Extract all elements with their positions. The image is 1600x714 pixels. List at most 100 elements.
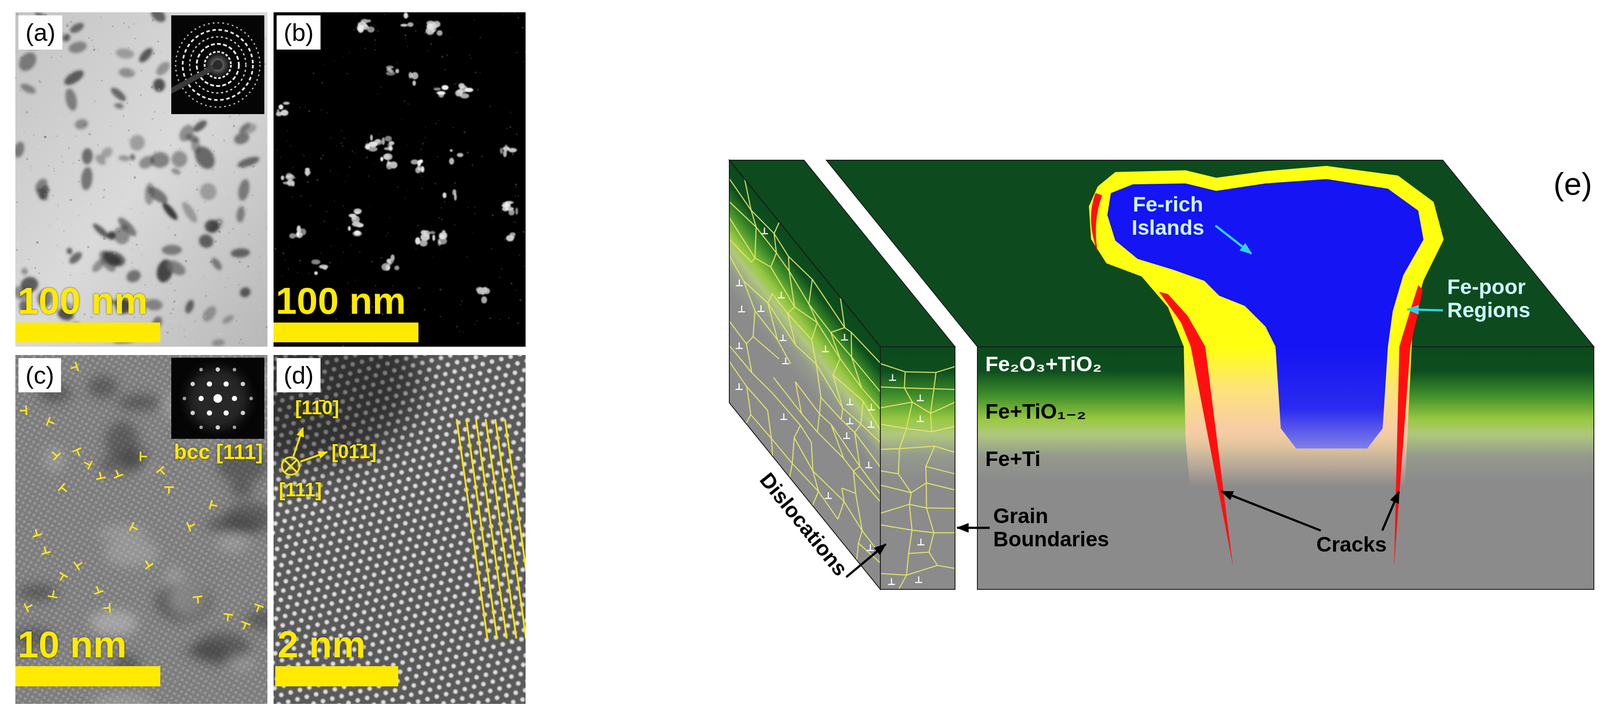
noise-speck [266, 326, 268, 329]
noise-speck [101, 68, 104, 71]
noise-speck [127, 46, 130, 49]
noise-speck [93, 48, 96, 51]
dislocation-symbol [140, 451, 148, 462]
bright-grain [360, 18, 369, 24]
noise-speck [417, 133, 419, 135]
noise-speck [77, 180, 80, 183]
noise-speck [334, 60, 336, 62]
noise-speck [344, 181, 346, 183]
noise-speck [291, 166, 294, 169]
noise-speck [474, 212, 477, 216]
grain-boundary [904, 388, 913, 403]
noise-speck [475, 320, 478, 322]
noise-speck [118, 230, 120, 233]
grain-boundary [880, 402, 913, 408]
noise-speck [103, 237, 106, 241]
noise-speck [53, 167, 55, 170]
grain-boundary [844, 327, 852, 333]
fft-spot [215, 425, 220, 430]
grain-boundary [911, 530, 934, 534]
dark-field-image [273, 12, 526, 347]
noise-speck [342, 251, 345, 254]
noise-speck [407, 45, 409, 47]
grain-boundary [821, 397, 842, 420]
noise-speck [308, 272, 310, 275]
noise-speck [59, 60, 62, 63]
grain-boundary [772, 393, 800, 426]
fft-spot [232, 425, 237, 430]
noise-speck [432, 256, 434, 258]
grain-contrast [118, 154, 131, 163]
bright-grain [389, 161, 398, 169]
noise-speck [223, 139, 225, 142]
leader-arrow [1382, 491, 1399, 531]
dislocation-symbol [47, 589, 59, 599]
noise-speck [371, 260, 374, 263]
noise-speck [80, 219, 83, 222]
fft-spot [231, 396, 238, 402]
noise-speck [43, 193, 46, 196]
grain-boundary [788, 256, 790, 271]
noise-speck [455, 325, 458, 328]
noise-speck [183, 335, 186, 338]
noise-speck [263, 260, 266, 264]
grain-contrast [153, 78, 166, 92]
grain-boundary [811, 442, 813, 472]
dislocation-symbol [92, 584, 104, 595]
grain-boundary [908, 552, 929, 554]
vignette [273, 355, 422, 470]
grain-boundary [789, 463, 793, 478]
noise-speck [231, 227, 235, 231]
noise-speck [110, 125, 112, 127]
hrtem-image [15, 355, 268, 705]
noise-speck [328, 266, 331, 268]
noise-speck [33, 173, 37, 177]
noise-speck [371, 343, 373, 345]
noise-speck [56, 218, 58, 220]
bright-grain [450, 149, 453, 152]
dislocation-symbol [824, 492, 832, 499]
fft-spot [232, 367, 237, 372]
noise-speck [499, 319, 501, 321]
noise-speck [515, 133, 518, 136]
noise-speck [129, 163, 131, 166]
noise-speck [343, 137, 346, 140]
noise-speck [226, 306, 229, 309]
noise-speck [377, 93, 379, 95]
noise-speck [374, 43, 376, 45]
grain-boundary [906, 402, 912, 429]
grain-contrast [113, 102, 125, 110]
bright-grain [347, 226, 351, 231]
contrast-patch [17, 584, 59, 602]
grain-boundary [850, 332, 852, 358]
bright-grain [441, 85, 449, 91]
noise-speck [242, 343, 244, 345]
grain-contrast [68, 21, 86, 36]
image-ground [15, 355, 268, 705]
region-label: Fe-rich Islands [1124, 193, 1212, 240]
noise-speck [430, 43, 433, 46]
grain-boundary [880, 424, 907, 429]
noise-speck [32, 134, 35, 137]
noise-speck [490, 248, 493, 251]
grain-boundary [770, 253, 777, 268]
line [456, 419, 488, 639]
grain-contrast [93, 152, 108, 167]
noise-speck [21, 252, 23, 254]
noise-speck [54, 170, 56, 173]
fft-spot [223, 381, 229, 387]
dislocation-symbol [840, 334, 848, 341]
bright-grain [384, 135, 392, 142]
bright-grain [354, 230, 361, 236]
noise-speck [406, 144, 408, 146]
noise-speck [70, 72, 73, 74]
noise-speck [46, 52, 49, 55]
noise-speck [211, 311, 213, 313]
noise-speck [440, 206, 443, 209]
bright-grain [432, 22, 440, 28]
noise-speck [194, 165, 197, 167]
noise-speck [433, 86, 435, 89]
noise-speck [167, 226, 170, 229]
noise-speck [90, 39, 93, 41]
